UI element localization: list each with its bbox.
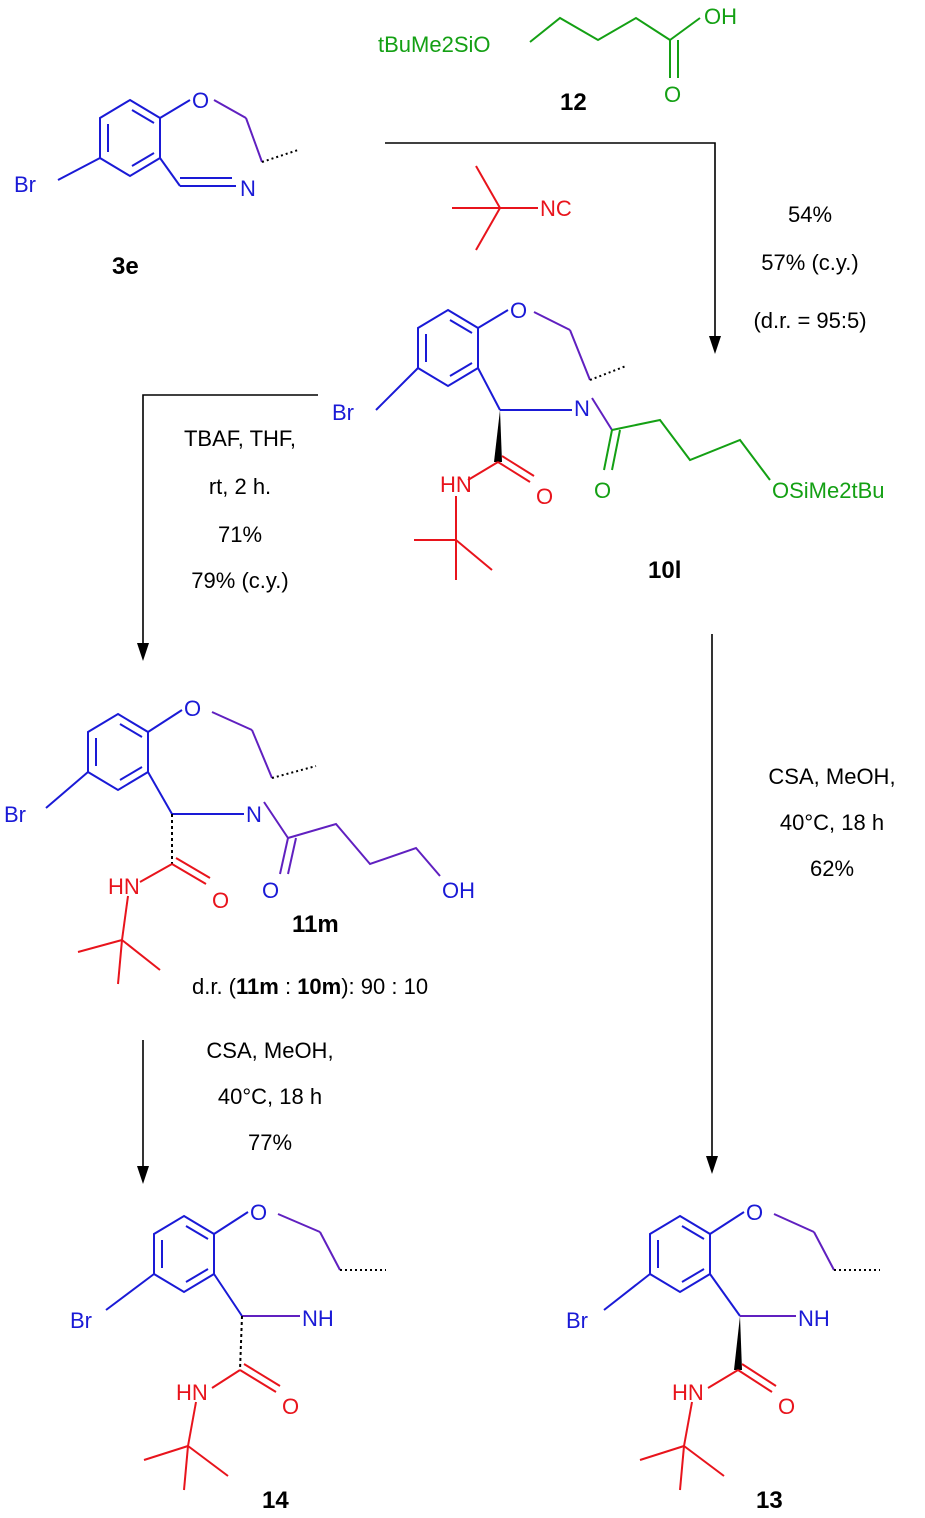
compound-10l: Br O N HN O O OSiMe2tBu 10l <box>332 298 885 584</box>
c11m-o: O <box>184 696 201 721</box>
c13-br: Br <box>566 1308 588 1333</box>
conditions-step3: CSA, MeOH, 40°C, 18 h 77% <box>206 1038 333 1155</box>
step2-cy: 79% (c.y.) <box>191 568 288 593</box>
conditions-step2: TBAF, THF, rt, 2 h. 71% 79% (c.y.) <box>184 426 296 593</box>
step2-yield: 71% <box>218 522 262 547</box>
c12-silyl: tBuMe2SiO <box>378 32 491 57</box>
compound-14: Br O NH HN O 14 <box>70 1200 386 1514</box>
arrow-step1 <box>385 142 721 354</box>
c11m-oh: OH <box>442 878 475 903</box>
step2-reagents: TBAF, THF, <box>184 426 296 451</box>
compound-3e: Br O N 3e <box>14 88 299 280</box>
c13-nh: NH <box>798 1306 830 1331</box>
c10l-hn: HN <box>440 472 472 497</box>
c11m-label: 11m <box>292 911 339 938</box>
step1-dr: (d.r. = 95:5) <box>753 308 866 333</box>
c10l-label: 10l <box>648 557 681 584</box>
c3e-o: O <box>192 88 209 113</box>
c10l-o-acyl: O <box>594 478 611 503</box>
c3e-br: Br <box>14 172 36 197</box>
arrow-step2 <box>137 394 318 661</box>
step4-reagents: CSA, MeOH, <box>768 764 895 789</box>
c14-nh: NH <box>302 1306 334 1331</box>
c10l-br: Br <box>332 400 354 425</box>
c12-label: 12 <box>560 89 587 116</box>
c12-o: O <box>664 82 681 107</box>
step1-yield: 54% <box>788 202 832 227</box>
step1-cy: 57% (c.y.) <box>761 250 858 275</box>
step4-yield: 62% <box>810 856 854 881</box>
c10l-n: N <box>574 396 590 421</box>
c14-hn: HN <box>176 1380 208 1405</box>
step3-temp-time: 40°C, 18 h <box>218 1084 322 1109</box>
arrow-step4 <box>706 634 718 1174</box>
c10l-o: O <box>510 298 527 323</box>
c12-oh: OH <box>704 4 737 29</box>
dr-note: d.r. (11m : 10m): 90 : 10 <box>192 974 428 999</box>
c11m-br: Br <box>4 802 26 827</box>
c3e-label: 3e <box>112 253 139 280</box>
step3-reagents: CSA, MeOH, <box>206 1038 333 1063</box>
arrow-step3 <box>137 1040 149 1184</box>
c10l-o-amide: O <box>536 484 553 509</box>
step3-yield: 77% <box>248 1130 292 1155</box>
c11m-hn: HN <box>108 874 140 899</box>
c13-o: O <box>746 1200 763 1225</box>
compound-11m: Br O N HN O O OH 11m <box>4 696 475 985</box>
c13-o-amide: O <box>778 1394 795 1419</box>
c11m-n: N <box>246 802 262 827</box>
c14-br: Br <box>70 1308 92 1333</box>
c13-hn: HN <box>672 1380 704 1405</box>
step2-time: rt, 2 h. <box>209 474 271 499</box>
compound-13: Br O NH HN O 13 <box>566 1200 880 1514</box>
compound-12: tBuMe2SiO OH O 12 <box>378 4 737 116</box>
c14-label: 14 <box>262 1487 289 1514</box>
c14-o: O <box>250 1200 267 1225</box>
conditions-step1: 54% 57% (c.y.) (d.r. = 95:5) <box>753 202 866 333</box>
c14-o-amide: O <box>282 1394 299 1419</box>
tert-butyl-isocyanide: NC <box>452 165 572 251</box>
step4-temp-time: 40°C, 18 h <box>780 810 884 835</box>
conditions-step4: CSA, MeOH, 40°C, 18 h 62% <box>768 764 895 881</box>
c10l-silyl: OSiMe2tBu <box>772 478 885 503</box>
c3e-n: N <box>240 176 256 201</box>
isocyanide-nc: NC <box>540 196 572 221</box>
c13-label: 13 <box>756 1487 783 1514</box>
c11m-o-acyl: O <box>262 878 279 903</box>
c11m-o-amide: O <box>212 888 229 913</box>
